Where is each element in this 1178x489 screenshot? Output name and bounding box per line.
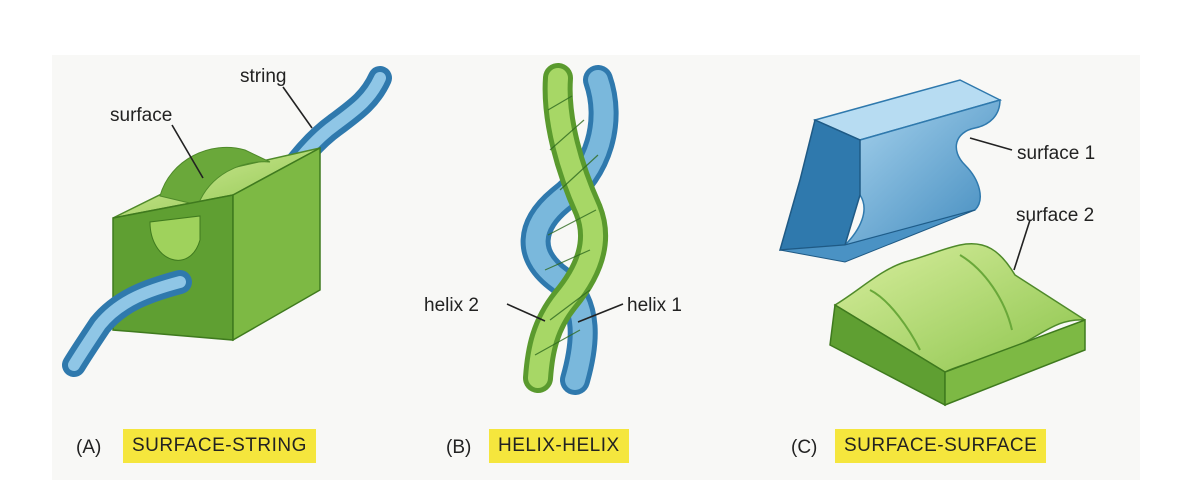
caption-letter-b: (B) bbox=[446, 437, 472, 458]
caption-letter-a: (A) bbox=[76, 437, 102, 458]
caption-letter-c: (C) bbox=[791, 437, 818, 458]
block-side bbox=[232, 146, 321, 342]
panel-a-drawing: string surface bbox=[62, 66, 392, 377]
panel-c-drawing: surface 1 surface 2 bbox=[778, 79, 1095, 407]
label-string: string bbox=[240, 66, 286, 87]
caption-title-b: HELIX-HELIX bbox=[489, 429, 629, 463]
caption-title-c: SURFACE-SURFACE bbox=[835, 429, 1047, 463]
label-helix-1: helix 1 bbox=[627, 295, 682, 316]
green-block-side bbox=[944, 318, 1086, 407]
block-groove bbox=[159, 146, 271, 206]
blue-block-end bbox=[778, 118, 861, 251]
label-surface-2: surface 2 bbox=[1016, 205, 1094, 226]
caption-title-a: SURFACE-STRING bbox=[123, 429, 316, 463]
panel-b-drawing: helix 2 helix 1 bbox=[424, 63, 682, 395]
label-surface-1: surface 1 bbox=[1017, 143, 1095, 164]
label-helix-2: helix 2 bbox=[424, 295, 479, 316]
label-surface: surface bbox=[110, 105, 172, 126]
block-front bbox=[112, 194, 234, 341]
